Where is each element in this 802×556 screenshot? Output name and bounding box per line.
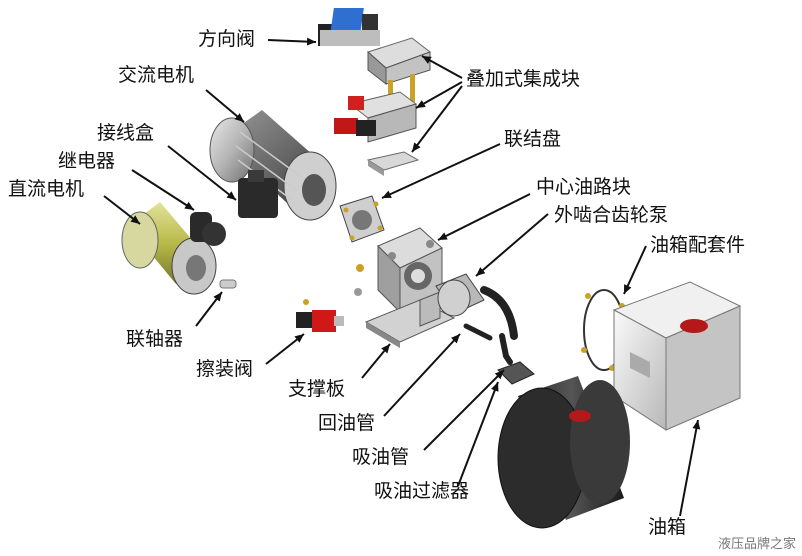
label-ac-motor: 交流电机 <box>118 64 195 86</box>
label-support-plate: 支撑板 <box>288 378 346 400</box>
cylinder-tank-part <box>497 376 630 529</box>
gear-pump-part <box>435 273 518 340</box>
cartridge-valve-part <box>296 299 344 332</box>
label-coupling-plate: 联结盘 <box>504 128 562 150</box>
label-stacking-block: 叠加式集成块 <box>466 68 581 90</box>
label-suction-filter: 吸油过滤器 <box>374 480 470 502</box>
directional-valve-part <box>318 8 380 46</box>
label-coupling: 联轴器 <box>126 328 184 350</box>
label-junction-box: 接线盒 <box>97 122 155 144</box>
label-suction-pipe: 吸油管 <box>352 446 410 468</box>
coupling-part <box>219 279 237 289</box>
label-center-manifold: 中心油路块 <box>536 176 632 198</box>
pipes-part <box>463 323 535 385</box>
label-relay: 继电器 <box>58 150 116 172</box>
label-cartridge-valve: 擦装阀 <box>196 358 254 380</box>
support-plate-part <box>364 291 456 348</box>
label-directional-valve: 方向阀 <box>198 28 256 50</box>
square-tank-part <box>612 281 742 431</box>
ac-motor-part <box>209 110 337 221</box>
label-tank-accessories: 油箱配套件 <box>650 234 746 256</box>
watermark: 液压品牌之家 <box>717 537 796 552</box>
label-return-pipe: 回油管 <box>318 412 376 434</box>
label-dc-motor: 直流电机 <box>8 178 85 200</box>
dc-motor-part <box>121 202 226 295</box>
label-gear-pump: 外啮合齿轮泵 <box>554 204 669 226</box>
stacking-block-part <box>334 37 432 176</box>
label-oil-tank: 油箱 <box>648 516 687 538</box>
leader-lines <box>103 37 701 517</box>
coupling-plate-part <box>339 195 385 243</box>
